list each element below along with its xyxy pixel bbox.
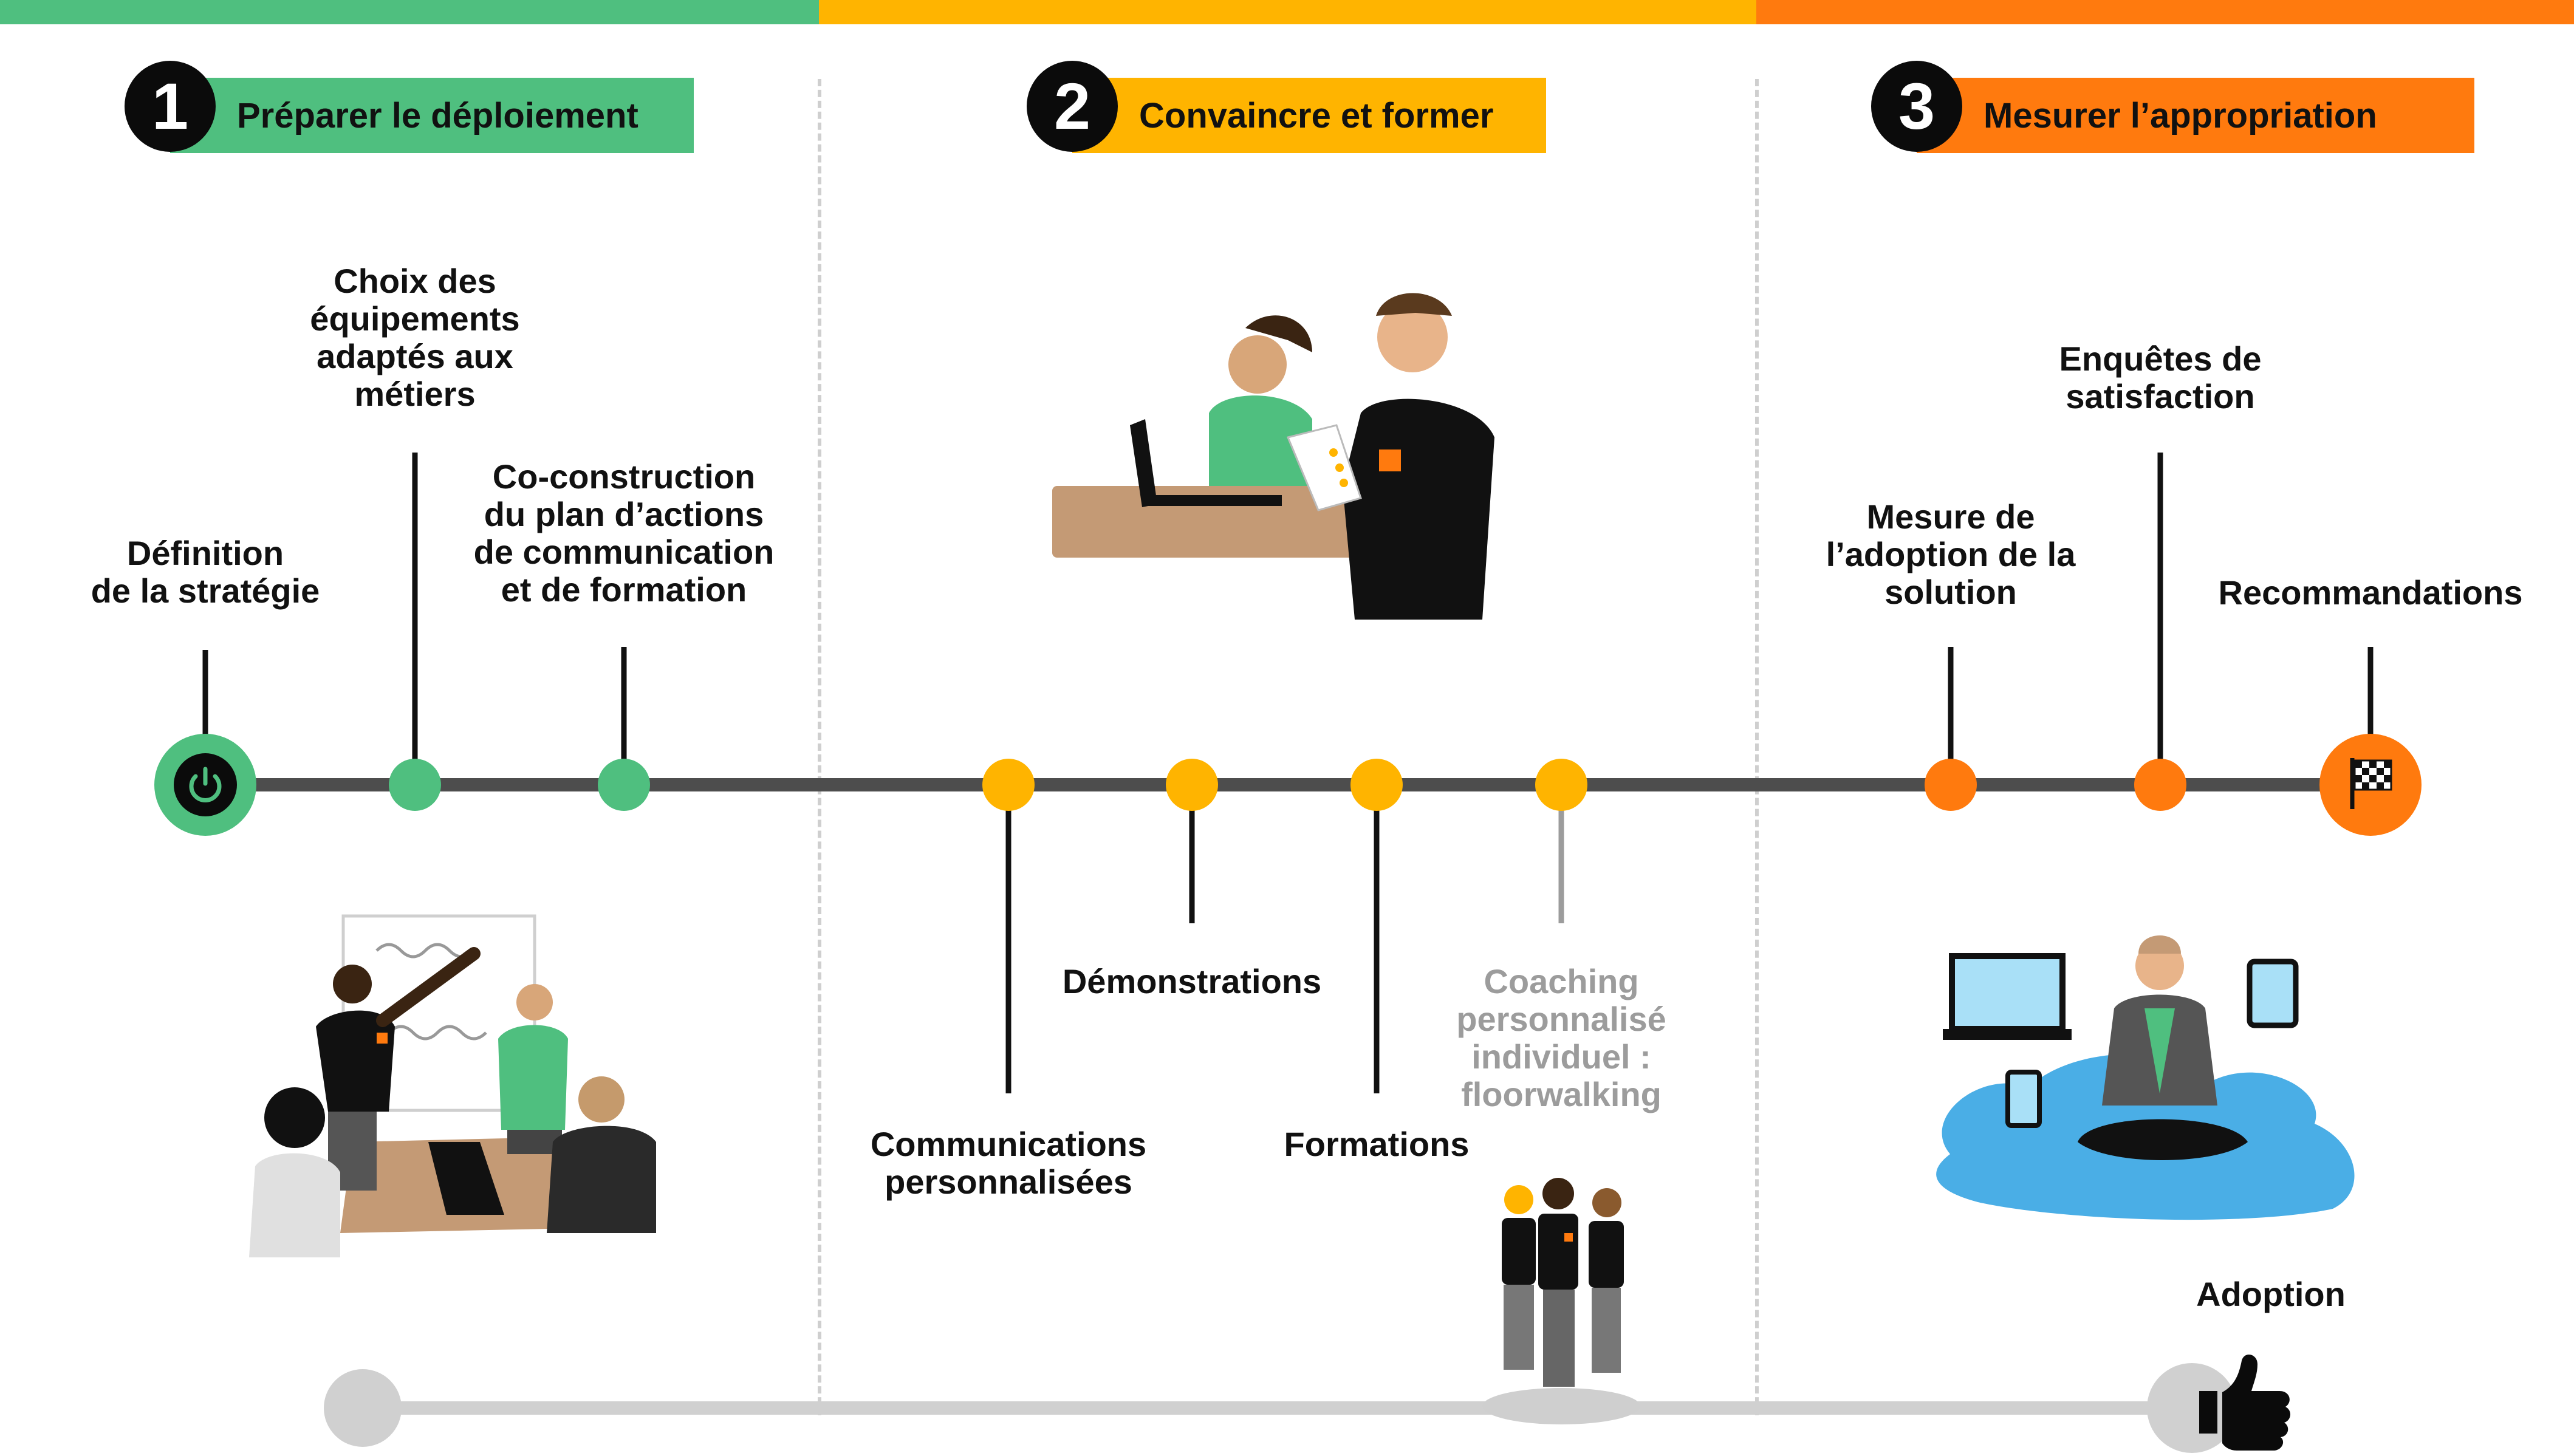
- phase-header-1: Préparer le déploiement 1: [125, 61, 696, 153]
- thumbs-up-icon: [2199, 1354, 2291, 1451]
- milestone-dot: [2134, 759, 2186, 811]
- milestone-dot: [1166, 759, 1218, 811]
- milestone-dot: [982, 759, 1035, 811]
- phase-divider: [1755, 79, 1759, 1415]
- phase-number: 1: [125, 61, 216, 152]
- top-bar-phase-3: [1756, 0, 2574, 24]
- top-bar-phase-1: [0, 0, 819, 24]
- phase-divider: [818, 79, 821, 1415]
- power-icon: [189, 767, 222, 803]
- floorwalking-team-illustration: [1482, 1178, 1640, 1424]
- team-meeting-illustration: [249, 914, 656, 1257]
- milestone-dot: [1350, 759, 1403, 811]
- phase-title-bar: Convaincre et former: [1072, 78, 1546, 153]
- adoption-label: Adoption: [2196, 1275, 2346, 1313]
- milestone-dot: [1535, 759, 1587, 811]
- phase-title: Convaincre et former: [1139, 95, 1494, 135]
- adoption-start-dot: [324, 1369, 402, 1447]
- milestone-dot: [389, 759, 441, 811]
- phase-title: Mesurer l’appropriation: [1984, 95, 2377, 135]
- phase-title-bar: Préparer le déploiement: [170, 78, 694, 153]
- milestone-label: Recommandations: [2218, 573, 2523, 612]
- milestone-label: Démonstrations: [1062, 962, 1322, 1000]
- phase-title: Préparer le déploiement: [237, 95, 638, 135]
- phase-number: 3: [1871, 61, 1962, 152]
- phase-title-bar: Mesurer l’appropriation: [1917, 78, 2474, 153]
- milestone-dot: [598, 759, 650, 811]
- phase-header-3: Mesurer l’appropriation 3: [1871, 61, 2474, 153]
- training-laptop-illustration: [1052, 293, 1494, 620]
- top-bar-phase-2: [819, 0, 1756, 24]
- milestone-dot: [1925, 759, 1977, 811]
- milestone-label: Formations: [1284, 1125, 1470, 1163]
- meditation-devices-illustration: [1936, 935, 2355, 1220]
- checkered-flag-icon: [2350, 758, 2392, 809]
- phase-number: 2: [1027, 61, 1118, 152]
- phase-header-2: Convaincre et former 2: [1027, 61, 1561, 153]
